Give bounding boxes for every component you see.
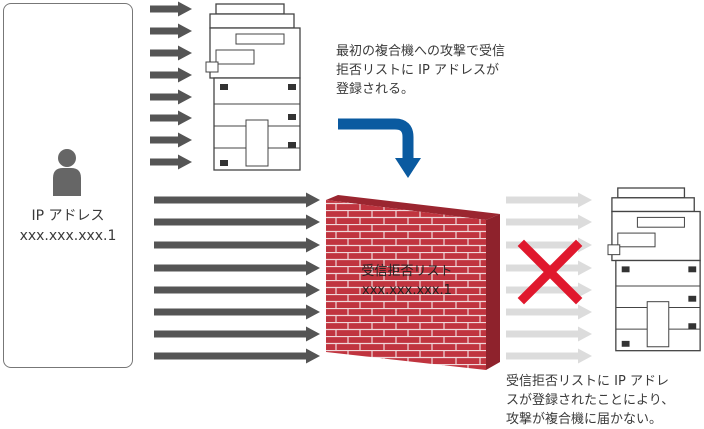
arrow-icon [506, 304, 592, 320]
arrow-icon [506, 348, 592, 364]
arrow-icon [150, 132, 192, 148]
brick-wall-icon [326, 195, 500, 370]
arrow-icon [150, 154, 192, 170]
cross-icon [517, 239, 583, 305]
arrow-icon [150, 1, 192, 17]
arrow-icon [154, 304, 320, 320]
attack-arrows-first [150, 1, 192, 170]
first-printer-caption: 最初の複合機への攻撃で受信 拒否リストに IP アドレスが 登録される。 [336, 44, 506, 97]
arrow-icon [506, 237, 592, 253]
arrow-icon [154, 326, 320, 342]
arrow-icon [150, 45, 192, 61]
firewall-label: 受信拒否リスト xxx.xxx.xxx.1 [361, 264, 453, 298]
arrow-icon [506, 192, 592, 208]
arrow-icon [506, 326, 592, 342]
arrow-icon [150, 89, 192, 105]
attacker-ip-label: IP アドレス xxx.xxx.xxx.1 [19, 208, 117, 244]
attack-arrows-blocked-side [154, 192, 320, 364]
arrow-icon [154, 237, 320, 253]
arrow-icon [150, 110, 192, 126]
printer-icon [607, 187, 701, 352]
arrow-icon [506, 282, 592, 298]
printer-icon [205, 3, 301, 171]
blocked-caption: 受信拒否リストに IP アドレ スが登録されたことにより、 攻撃が複合機に届かな… [506, 374, 675, 427]
arrow-icon [154, 348, 320, 364]
arrow-icon [150, 23, 192, 39]
person-icon [53, 149, 81, 196]
arrow-icon [154, 260, 320, 276]
arrow-icon [154, 192, 320, 208]
curved-arrow-icon [338, 118, 421, 178]
arrow-icon [154, 214, 320, 230]
arrow-icon [154, 282, 320, 298]
arrow-icon [150, 67, 192, 83]
arrow-icon [506, 214, 592, 230]
